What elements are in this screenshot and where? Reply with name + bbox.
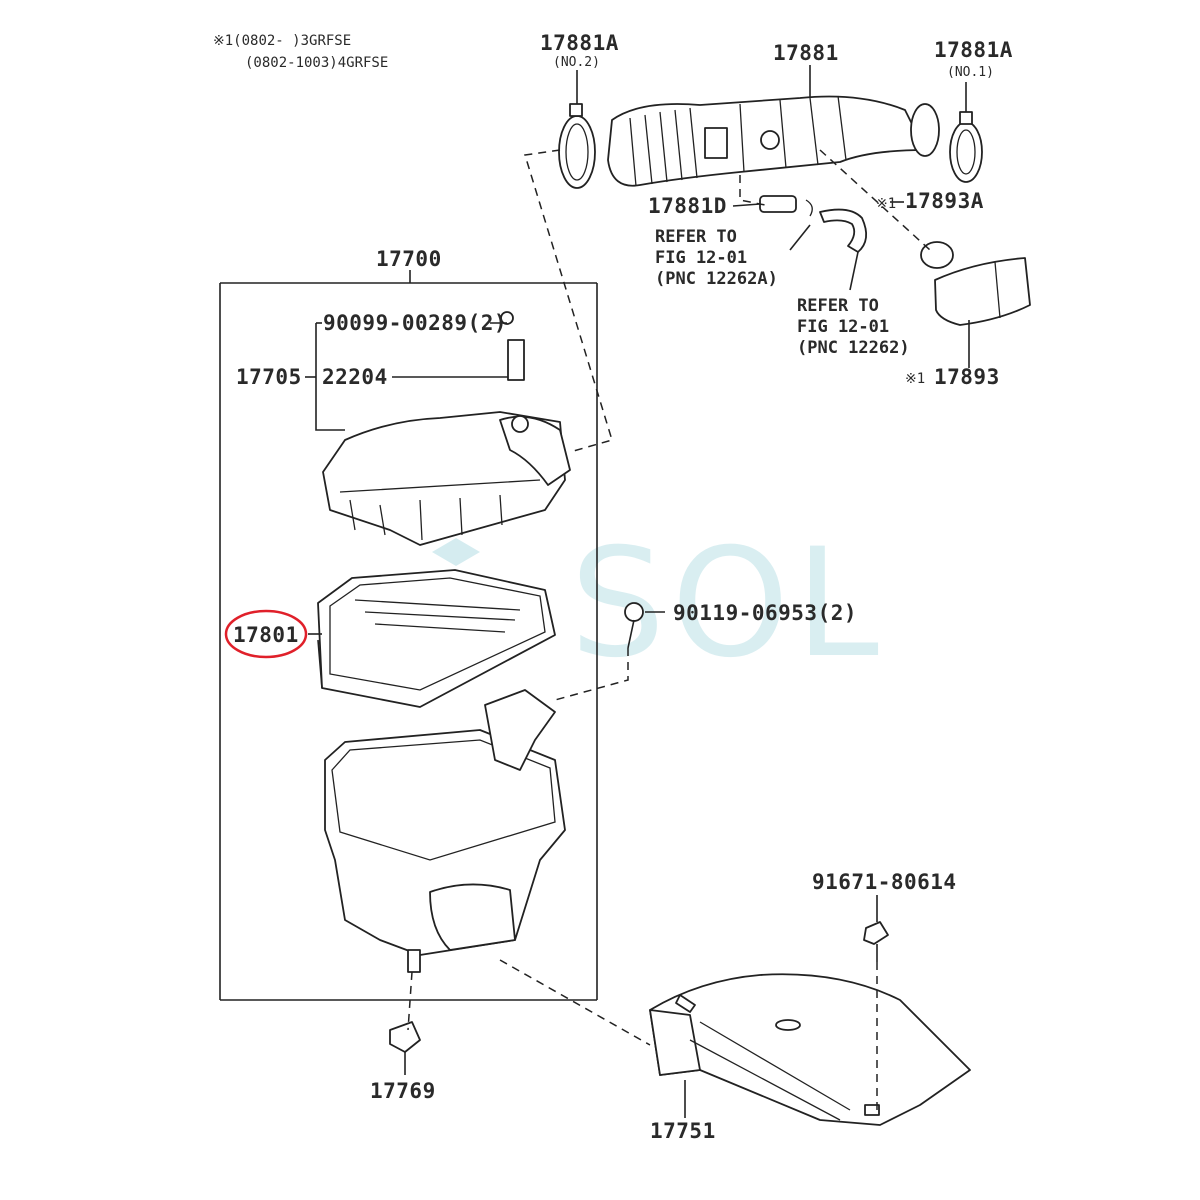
watermark-logo: SOL: [401, 517, 885, 691]
watermark-text: SOL: [570, 517, 885, 691]
air-cleaner-cap: [322, 311, 571, 546]
intake-duct: [649, 973, 971, 1126]
label-17881: 17881: [773, 41, 839, 65]
refer-2-line1: REFER TO: [797, 296, 879, 316]
mass-airflow-sensor: [507, 339, 525, 381]
applicability-note-2: (0802-1003)4GRFSE: [245, 55, 388, 71]
label-91671: 91671-80614: [812, 870, 957, 894]
label-17893A-mark: ※1: [876, 196, 896, 212]
bolt-90119: [624, 602, 644, 649]
label-17881D: 17881D: [648, 194, 727, 218]
bolt-91671: [863, 921, 889, 962]
label-17881A-no2-sub: (NO.2): [553, 55, 600, 70]
assembly-lines: [407, 149, 931, 1110]
label-17893A: 17893A: [905, 189, 984, 213]
assembly-frame: [219, 270, 598, 1001]
label-17881A-no1-sub: (NO.1): [947, 65, 994, 80]
refer-1-line3: (PNC 12262A): [655, 269, 778, 289]
label-17881A-no2: 17881A: [540, 31, 619, 55]
label-90099: 90099-00289(2): [323, 311, 507, 335]
label-17705: 17705: [236, 365, 302, 389]
leader-lines: [305, 65, 970, 1118]
label-17769: 17769: [370, 1079, 436, 1103]
resonator: [920, 241, 1031, 326]
label-90119: 90119-06953(2): [673, 601, 857, 625]
label-17893: 17893: [934, 365, 1000, 389]
label-17893-mark: ※1: [905, 371, 925, 387]
refer-1-line1: REFER TO: [655, 227, 737, 247]
intake-hose: [607, 95, 940, 187]
hose-clamp-no2: [558, 103, 596, 189]
label-17881A-no1: 17881A: [934, 38, 1013, 62]
applicability-note-1: ※1(0802- )3GRFSE: [213, 33, 351, 49]
label-22204: 22204: [322, 365, 388, 389]
grommet-17769: [389, 1021, 421, 1053]
refer-1-line2: FIG 12-01: [655, 248, 747, 268]
air-filter-element: [317, 569, 556, 708]
air-cleaner-case: [324, 689, 566, 973]
refer-2-line3: (PNC 12262): [797, 338, 910, 358]
hose-clamp-no1: [949, 111, 983, 183]
label-17751: 17751: [650, 1119, 716, 1143]
label-17801: 17801: [233, 623, 299, 647]
label-17700: 17700: [376, 247, 442, 271]
breather-fittings: [759, 195, 868, 253]
highlight-circle: [224, 609, 308, 659]
refer-2-line2: FIG 12-01: [797, 317, 889, 337]
